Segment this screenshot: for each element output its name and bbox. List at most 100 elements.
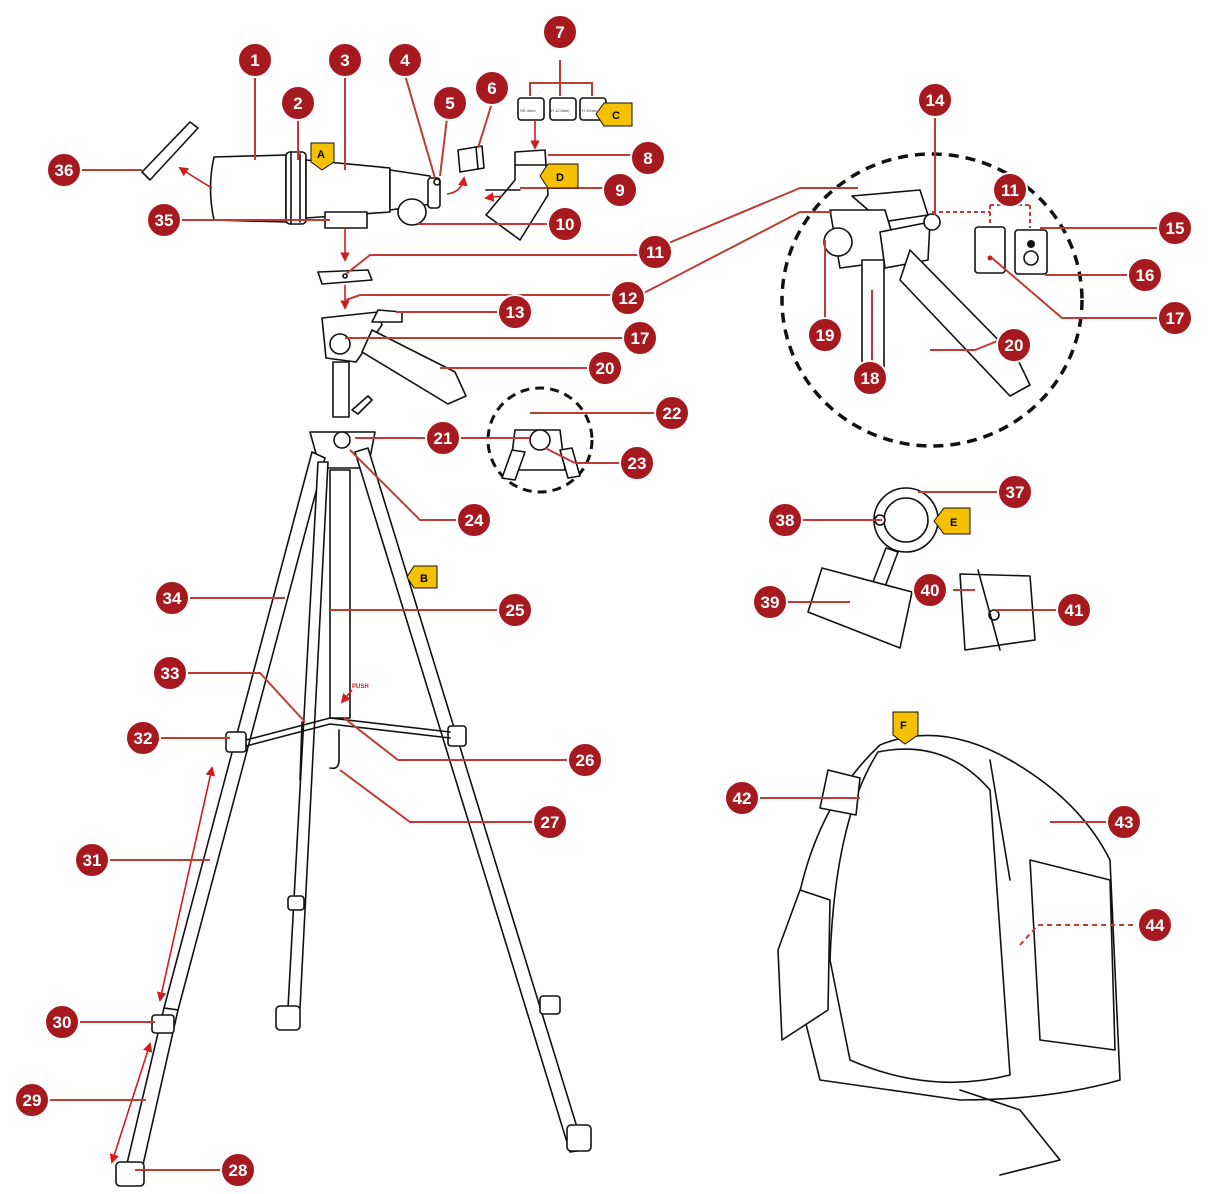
callout-badge-21: 21 [426,421,460,455]
callout-badge-12: 12 [611,281,645,315]
callout-badge-44: 44 [1138,908,1172,942]
callout-number: 25 [506,601,525,620]
svg-text:F: F [900,720,907,732]
hub-detail [488,388,592,492]
callout-number: 38 [776,511,795,530]
callout-badge-27: 27 [533,805,567,839]
callout-number: 16 [1136,266,1155,285]
callout-badge-28: 28 [221,1153,255,1187]
callout-number: 23 [628,454,647,473]
callout-number: 13 [506,303,525,322]
callout-badge-24: 24 [457,503,491,537]
callout-badge-11: 11 [638,235,672,269]
tag-b: B [407,566,437,588]
callout-badge-32: 32 [126,721,160,755]
callout-number: 22 [663,404,682,423]
svg-text:D: D [556,172,564,184]
callout-number: 44 [1146,916,1165,935]
callout-number: 4 [400,51,410,70]
callout-number: 41 [1065,601,1084,620]
callout-badge-16: 16 [1128,258,1162,292]
callout-badge-11-b: 11 [993,173,1027,207]
callout-number: 33 [161,664,180,683]
svg-text:E: E [950,517,957,529]
callout-number: 36 [55,161,74,180]
callout-badge-33: 33 [153,656,187,690]
callout-number: 30 [53,1013,72,1032]
eyepiece-3-label: H 20mm [582,108,598,113]
callout-badge-18: 18 [853,361,887,395]
dust-cap [142,122,198,180]
svg-text:C: C [612,110,620,122]
callout-badge-1: 1 [238,43,272,77]
callout-number: 27 [541,813,560,832]
callout-number: 12 [619,289,638,308]
callout-badge-2: 2 [281,86,315,120]
focus-knob [398,199,426,225]
callout-badge-40: 40 [913,573,947,607]
callout-number: 40 [921,581,940,600]
callout-badge-3: 3 [328,43,362,77]
callout-number: 6 [487,79,496,98]
foot-left [116,1162,144,1186]
callout-number: 11 [1001,181,1019,200]
dovetail-bar [325,212,367,228]
callout-badge-13: 13 [498,295,532,329]
center-column-lower [330,470,350,718]
callout-number: 26 [576,751,595,770]
objective-ring [286,152,306,224]
foot-middle [276,1006,300,1030]
foot-right [567,1125,591,1151]
callout-number: 18 [861,369,880,388]
callout-badge-23: 23 [620,446,654,480]
callout-number: 7 [555,23,564,42]
callout-badge-20-b: 20 [997,328,1031,362]
callout-badge-30: 30 [45,1005,79,1039]
svg-text:A: A [317,149,325,161]
callout-number: 31 [83,851,102,870]
callout-number: 9 [615,181,624,200]
callout-badge-8: 8 [631,141,665,175]
callout-number: 32 [134,729,153,748]
callout-number: 17 [631,329,650,348]
push-label: PUSH [352,684,369,690]
adapter [458,146,484,172]
callout-number: 24 [465,511,484,530]
callout-badge-35: 35 [147,203,181,237]
callout-badge-20: 20 [588,351,622,385]
callout-badge-25: 25 [498,593,532,627]
accessory-hook [330,730,339,768]
callout-number: 11 [646,243,664,262]
tag-e: E [934,508,970,534]
callout-badge-7: 7 [543,15,577,49]
callout-number: 37 [1006,483,1025,502]
tag-c: C [596,103,632,126]
callout-number: 20 [596,359,615,378]
head-detail [782,154,1082,446]
callout-number: 42 [733,789,752,808]
backpack-illustration [778,735,1120,1175]
diagonal-mirror [486,150,548,240]
callout-number: 10 [556,215,575,234]
callout-badge-9: 9 [603,173,637,207]
callout-number: 20 [1005,336,1024,355]
tripod-leg-right [355,448,584,1152]
clamp-detail [808,488,1035,650]
callout-badge-10: 10 [548,207,582,241]
svg-text:B: B [420,573,428,585]
callout-badge-29: 29 [15,1083,49,1117]
callout-number: 3 [340,51,349,70]
callout-number: 1 [250,51,259,70]
callout-badge-17-b: 17 [1158,301,1192,335]
callout-badge-39: 39 [753,585,787,619]
center-column-upper [333,362,349,417]
callout-number: 2 [293,94,302,113]
callout-badge-31: 31 [75,843,109,877]
callout-badge-26: 26 [568,743,602,777]
backpack-side-pocket [820,770,860,815]
callout-number: 5 [445,94,454,113]
callout-badge-41: 41 [1057,593,1091,627]
callout-number: 17 [1166,309,1185,328]
callout-number: 39 [761,593,780,612]
